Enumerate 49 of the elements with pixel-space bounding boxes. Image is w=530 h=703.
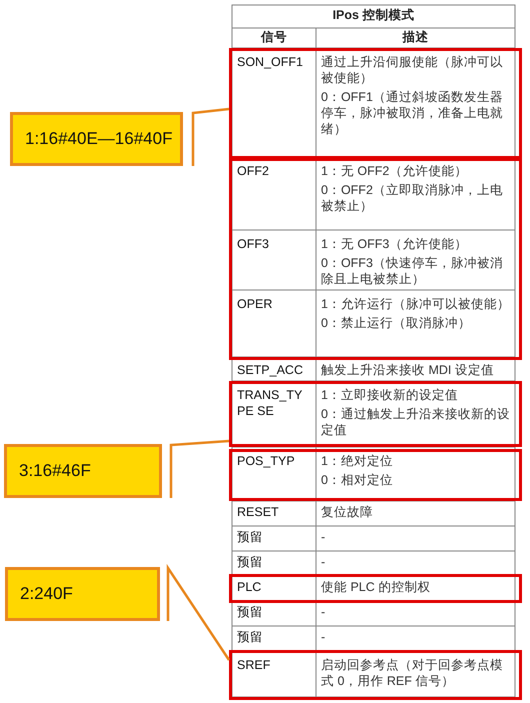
leader-line	[166, 564, 230, 661]
description-text: 1：允许运行（脉冲可以被使能）	[321, 296, 510, 312]
highlight-frame	[229, 650, 522, 700]
description-text: 0：通过触发上升沿来接收新的设定值	[321, 406, 510, 438]
description-text: -	[321, 604, 326, 620]
description-text: 0：OFF2（立即取消脉冲，上电被禁止）	[321, 182, 504, 214]
description-text: -	[321, 629, 326, 645]
description-text: 0：OFF1（通过斜坡函数发生器停车，脉冲被取消，准备上电就绪）	[321, 89, 504, 137]
description-text: 1：绝对定位	[321, 453, 394, 469]
signal-name: PLC	[237, 579, 262, 595]
description-text: 1：无 OFF3（允许使能）	[321, 236, 468, 252]
signal-name: RESET	[237, 504, 280, 520]
table-title: IPos 控制模式	[332, 7, 416, 23]
description-text: 触发上升沿来接收 MDI 设定值	[321, 362, 495, 378]
callout-box: 3:16#46F	[4, 444, 162, 498]
description-text: 复位故障	[321, 504, 374, 520]
highlight-frame	[229, 574, 522, 603]
signal-name: POS_TYP	[237, 453, 296, 469]
signal-name: 预留	[237, 529, 264, 545]
highlight-frame	[229, 48, 522, 159]
highlight-frame	[229, 449, 522, 501]
signal-name: OFF2	[237, 163, 270, 179]
highlight-frame	[229, 158, 522, 360]
description-text: 1：立即接收新的设定值	[321, 387, 459, 403]
description-text: 1：无 OFF2（允许使能）	[321, 163, 468, 179]
signal-name: TRANS_TY PE SE	[237, 387, 304, 419]
description-text: 启动回参考点（对于回参考点模式 0，用作 REF 信号）	[321, 657, 504, 689]
callout-box: 1:16#40E—16#40F	[10, 112, 183, 166]
leader-line	[192, 108, 230, 166]
signal-name: 预留	[237, 604, 264, 620]
column-header: 描述	[401, 29, 430, 45]
description-text: 通过上升沿伺服使能（脉冲可以被使能）	[321, 54, 504, 86]
signal-name: SETP_ACC	[237, 362, 304, 378]
leader-line	[170, 440, 230, 498]
signal-name: SREF	[237, 657, 272, 673]
signal-name: SON_OFF1	[237, 54, 304, 70]
description-text: 0：OFF3（快速停车，脉冲被消除且上电被禁止）	[321, 255, 504, 287]
highlight-frame	[229, 381, 522, 447]
description-text: -	[321, 554, 326, 570]
description-text: 0：相对定位	[321, 472, 394, 488]
callout-box: 2:240F	[5, 567, 160, 621]
description-text: 使能 PLC 的控制权	[321, 579, 432, 595]
signal-name: OPER	[237, 296, 274, 312]
column-header: 信号	[260, 29, 288, 45]
description-text: -	[321, 529, 326, 545]
description-text: 0：禁止运行（取消脉冲）	[321, 315, 472, 331]
signal-name: OFF3	[237, 236, 270, 252]
signal-name: 预留	[237, 554, 264, 570]
signal-name: 预留	[237, 629, 264, 645]
